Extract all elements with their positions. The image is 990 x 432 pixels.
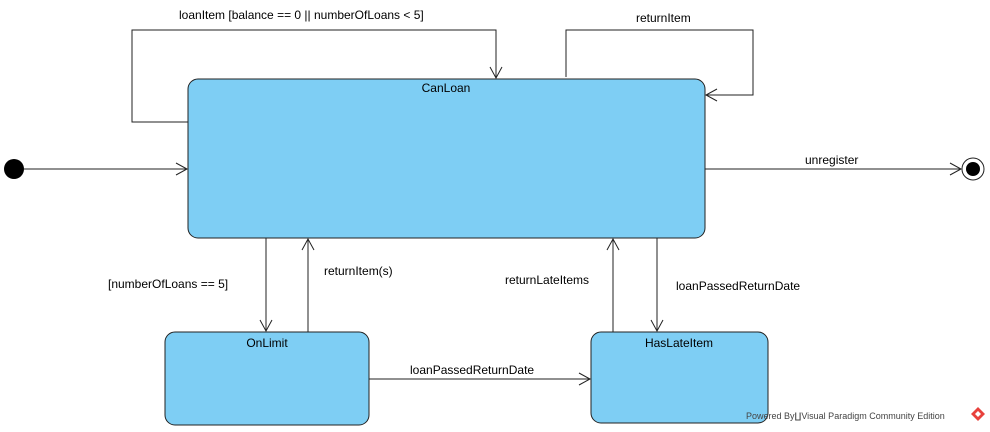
state-has-late-item-label: HasLateItem <box>645 336 713 350</box>
transition-unregister-arrowhead <box>949 162 963 176</box>
transition-loan-item-self <box>131 29 497 123</box>
watermark-text: Powered By∐Visual Paradigm Community Edi… <box>746 411 945 421</box>
transition-unregister-label: unregister <box>805 153 858 167</box>
transition-loan-item-label: loanItem [balance == 0 || numberOfLoans … <box>179 8 424 22</box>
transition-return-item-arrowhead <box>704 88 718 102</box>
visual-paradigm-logo-icon <box>971 407 985 421</box>
transition-return-item-self <box>565 29 754 96</box>
transition-to-on-limit-label: [numberOfLoans == 5] <box>108 277 228 291</box>
transition-to-on-limit-arrowhead <box>259 319 273 333</box>
state-on-limit-label: OnLimit <box>246 336 288 350</box>
initial-state <box>4 159 24 179</box>
state-can-loan[interactable] <box>187 78 706 239</box>
transition-from-on-limit-label: returnItem(s) <box>324 264 393 278</box>
transition-return-late-items-arrowhead <box>606 237 620 251</box>
transition-return-late-items-label: returnLateItems <box>505 273 589 287</box>
state-can-loan-label: CanLoan <box>422 81 471 95</box>
transition-loan-item-arrowhead <box>489 66 503 80</box>
final-state-core <box>966 162 980 176</box>
transition-loan-passed-across-label: loanPassedReturnDate <box>410 363 534 377</box>
transition-loan-passed-down-label: loanPassedReturnDate <box>676 279 800 293</box>
initial-transition-arrowhead <box>175 162 189 176</box>
transition-from-on-limit-arrowhead <box>301 237 315 251</box>
transition-return-item-label: returnItem <box>636 11 691 25</box>
transition-loan-passed-across-arrowhead <box>578 372 592 386</box>
transition-loan-passed-down-arrowhead <box>650 319 664 333</box>
state-has-late-item[interactable] <box>590 331 769 424</box>
